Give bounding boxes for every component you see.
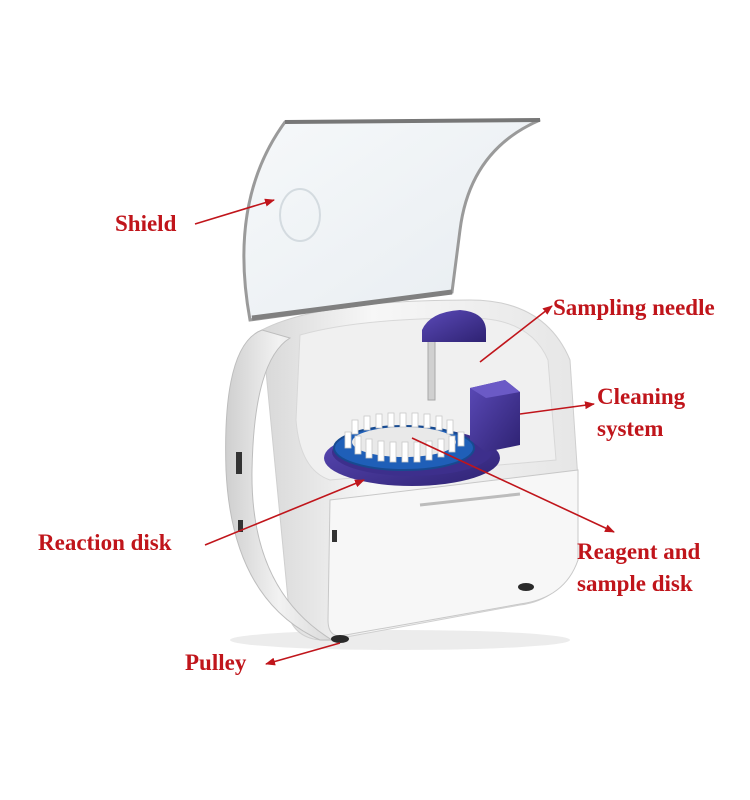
arrow-reaction-disk <box>204 479 365 546</box>
label-shield: Shield <box>115 208 176 240</box>
analyzer-machine <box>225 118 579 650</box>
pulley-back <box>518 583 534 591</box>
label-pulley-text: Pulley <box>185 650 247 675</box>
front-panel <box>327 469 579 637</box>
label-sampling-needle: Sampling needle <box>553 292 715 324</box>
shield-lid <box>242 118 541 322</box>
arrow-sampling-needle <box>479 305 553 363</box>
label-reagent-line-2: sample disk <box>577 571 693 596</box>
arrow-pulley <box>265 642 341 666</box>
sampling-needle-arm <box>422 310 486 342</box>
sample-tubes <box>344 412 465 463</box>
arrow-reagent-disk <box>411 437 615 533</box>
label-reaction-disk: Reaction disk <box>38 527 172 559</box>
label-reagent-sample-disk: Reagent and sample disk <box>577 536 700 600</box>
label-cleaning-system: Cleaning system <box>597 381 685 445</box>
pulley-front <box>331 635 349 643</box>
label-shield-text: Shield <box>115 211 177 236</box>
label-cleaning-system-line-2: system <box>597 416 664 441</box>
label-sampling-needle-text: Sampling needle <box>553 295 715 320</box>
arrow-shield <box>194 198 275 225</box>
cleaning-block <box>470 380 520 452</box>
label-pulley: Pulley <box>185 647 246 679</box>
leader-lines <box>194 198 615 666</box>
label-reaction-disk-text: Reaction disk <box>38 530 172 555</box>
label-reagent-line-1: Reagent and <box>577 539 701 564</box>
label-cleaning-system-line-1: Cleaning <box>597 384 686 409</box>
arrow-cleaning-system <box>519 401 595 415</box>
